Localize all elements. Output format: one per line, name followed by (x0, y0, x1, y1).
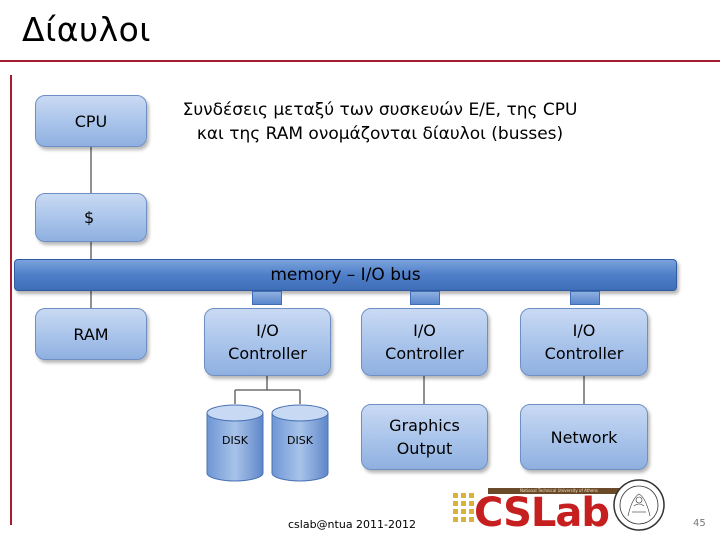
slide-title: Δίαυλοι (22, 10, 151, 49)
bus-label: memory – I/O bus (270, 265, 421, 285)
left-margin-rule (10, 75, 12, 525)
bus-description: Συνδέσεις μεταξύ των συσκευών Ε/Ε, της C… (182, 100, 578, 144)
disk-icon (271, 404, 329, 482)
disk-2-label: DISK (287, 434, 313, 447)
cslab-logo: National Technical University of Athens … (452, 485, 662, 537)
io-controller-1: I/O Controller (204, 308, 331, 376)
disk-1-label: DISK (222, 434, 248, 447)
ram-box: RAM (35, 308, 147, 360)
cpu-box: CPU (35, 95, 147, 147)
io-controller-3: I/O Controller (520, 308, 648, 376)
bus-tap-1 (252, 291, 282, 305)
graphics-output-box: Graphics Output (361, 404, 488, 470)
logo-grid-icon (453, 493, 474, 522)
bus-tap-3 (570, 291, 600, 305)
footer-text: cslab@ntua 2011-2012 (288, 518, 417, 531)
logo-banner: National Technical University of Athens (488, 488, 630, 494)
bus-tap-2 (410, 291, 440, 305)
network-box: Network (520, 404, 648, 470)
memory-io-bus: memory – I/O bus (14, 259, 677, 291)
university-seal-icon (613, 479, 665, 531)
page-number: 45 (693, 518, 706, 529)
io-controller-2: I/O Controller (361, 308, 488, 376)
disk-icon (206, 404, 264, 482)
logo-wordmark: CSLab (474, 490, 610, 536)
cache-box: $ (35, 193, 147, 242)
title-divider (0, 60, 720, 62)
